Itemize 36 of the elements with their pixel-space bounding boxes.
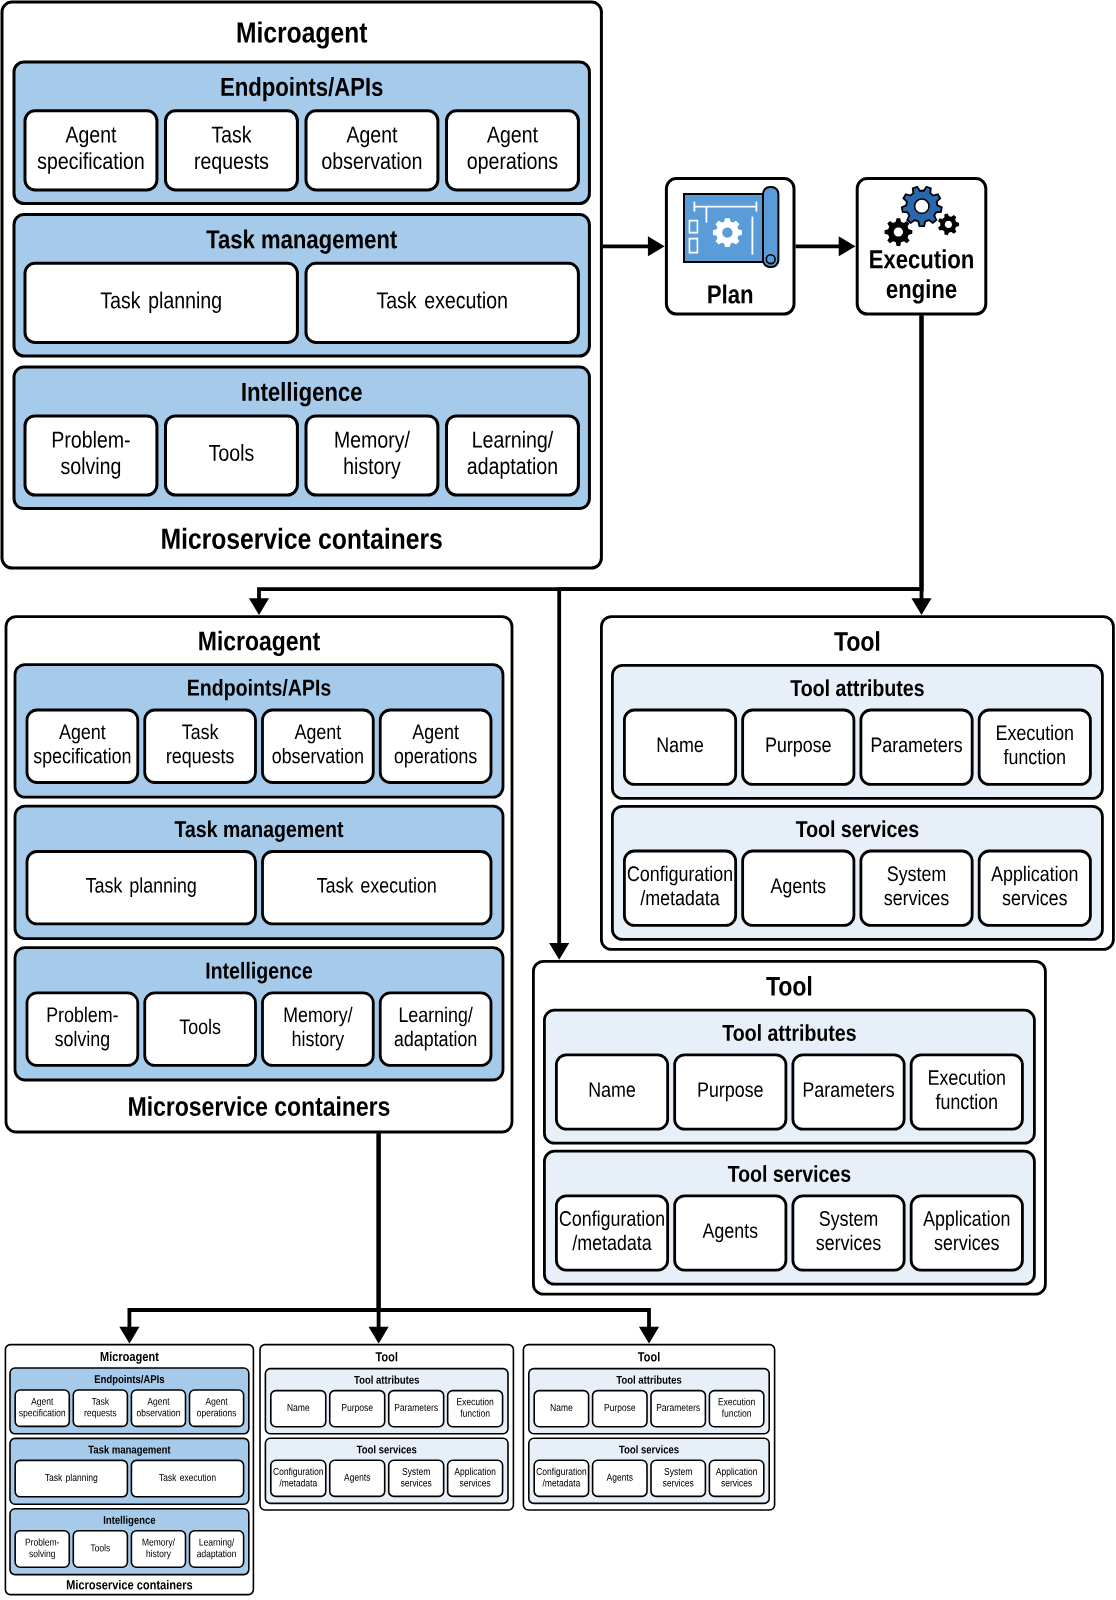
item-box: Parameters [859,708,974,786]
item-box: Application services [977,849,1092,927]
item-box: Execution function [977,708,1092,786]
item-box: Tools [143,991,257,1067]
item-box: Agent observation [304,109,440,192]
item-box: Agent operations [378,708,493,784]
item-box: Name [623,708,738,786]
item-box: Name [555,1053,670,1131]
item-box: Tools [164,414,299,497]
item-box: Task planning [23,261,299,344]
item-box: Memory/ history [304,414,440,497]
item-box: Agents [741,849,856,927]
item-box: Memory/ history [261,991,375,1067]
item-box: Task execution [304,261,580,344]
item-box: Task execution [261,850,493,926]
item-box: Execution function [909,1053,1024,1131]
item-box: Agent observation [261,708,375,784]
item-box: Agent specification [25,708,140,784]
item-box: Agent specification [23,109,159,192]
item-box: Configuration /metadata [555,1194,670,1272]
item-box: Task planning [25,850,257,926]
item-box: Task requests [143,708,257,784]
item-box: Task requests [164,109,299,192]
item-box: Agent operations [445,109,580,192]
item-box: Parameters [791,1053,906,1131]
item-box: Agents [673,1194,788,1272]
item-box: Application services [909,1194,1024,1272]
item-box: Problem- solving [23,414,159,497]
item-box: Configuration /metadata [623,849,738,927]
item-box: Learning/ adaptation [445,414,580,497]
item-box: System services [791,1194,906,1272]
item-box: Problem- solving [25,991,140,1067]
item-box: Purpose [673,1053,788,1131]
item-box: Purpose [741,708,856,786]
item-box: Learning/ adaptation [378,991,493,1067]
item-box: System services [859,849,974,927]
